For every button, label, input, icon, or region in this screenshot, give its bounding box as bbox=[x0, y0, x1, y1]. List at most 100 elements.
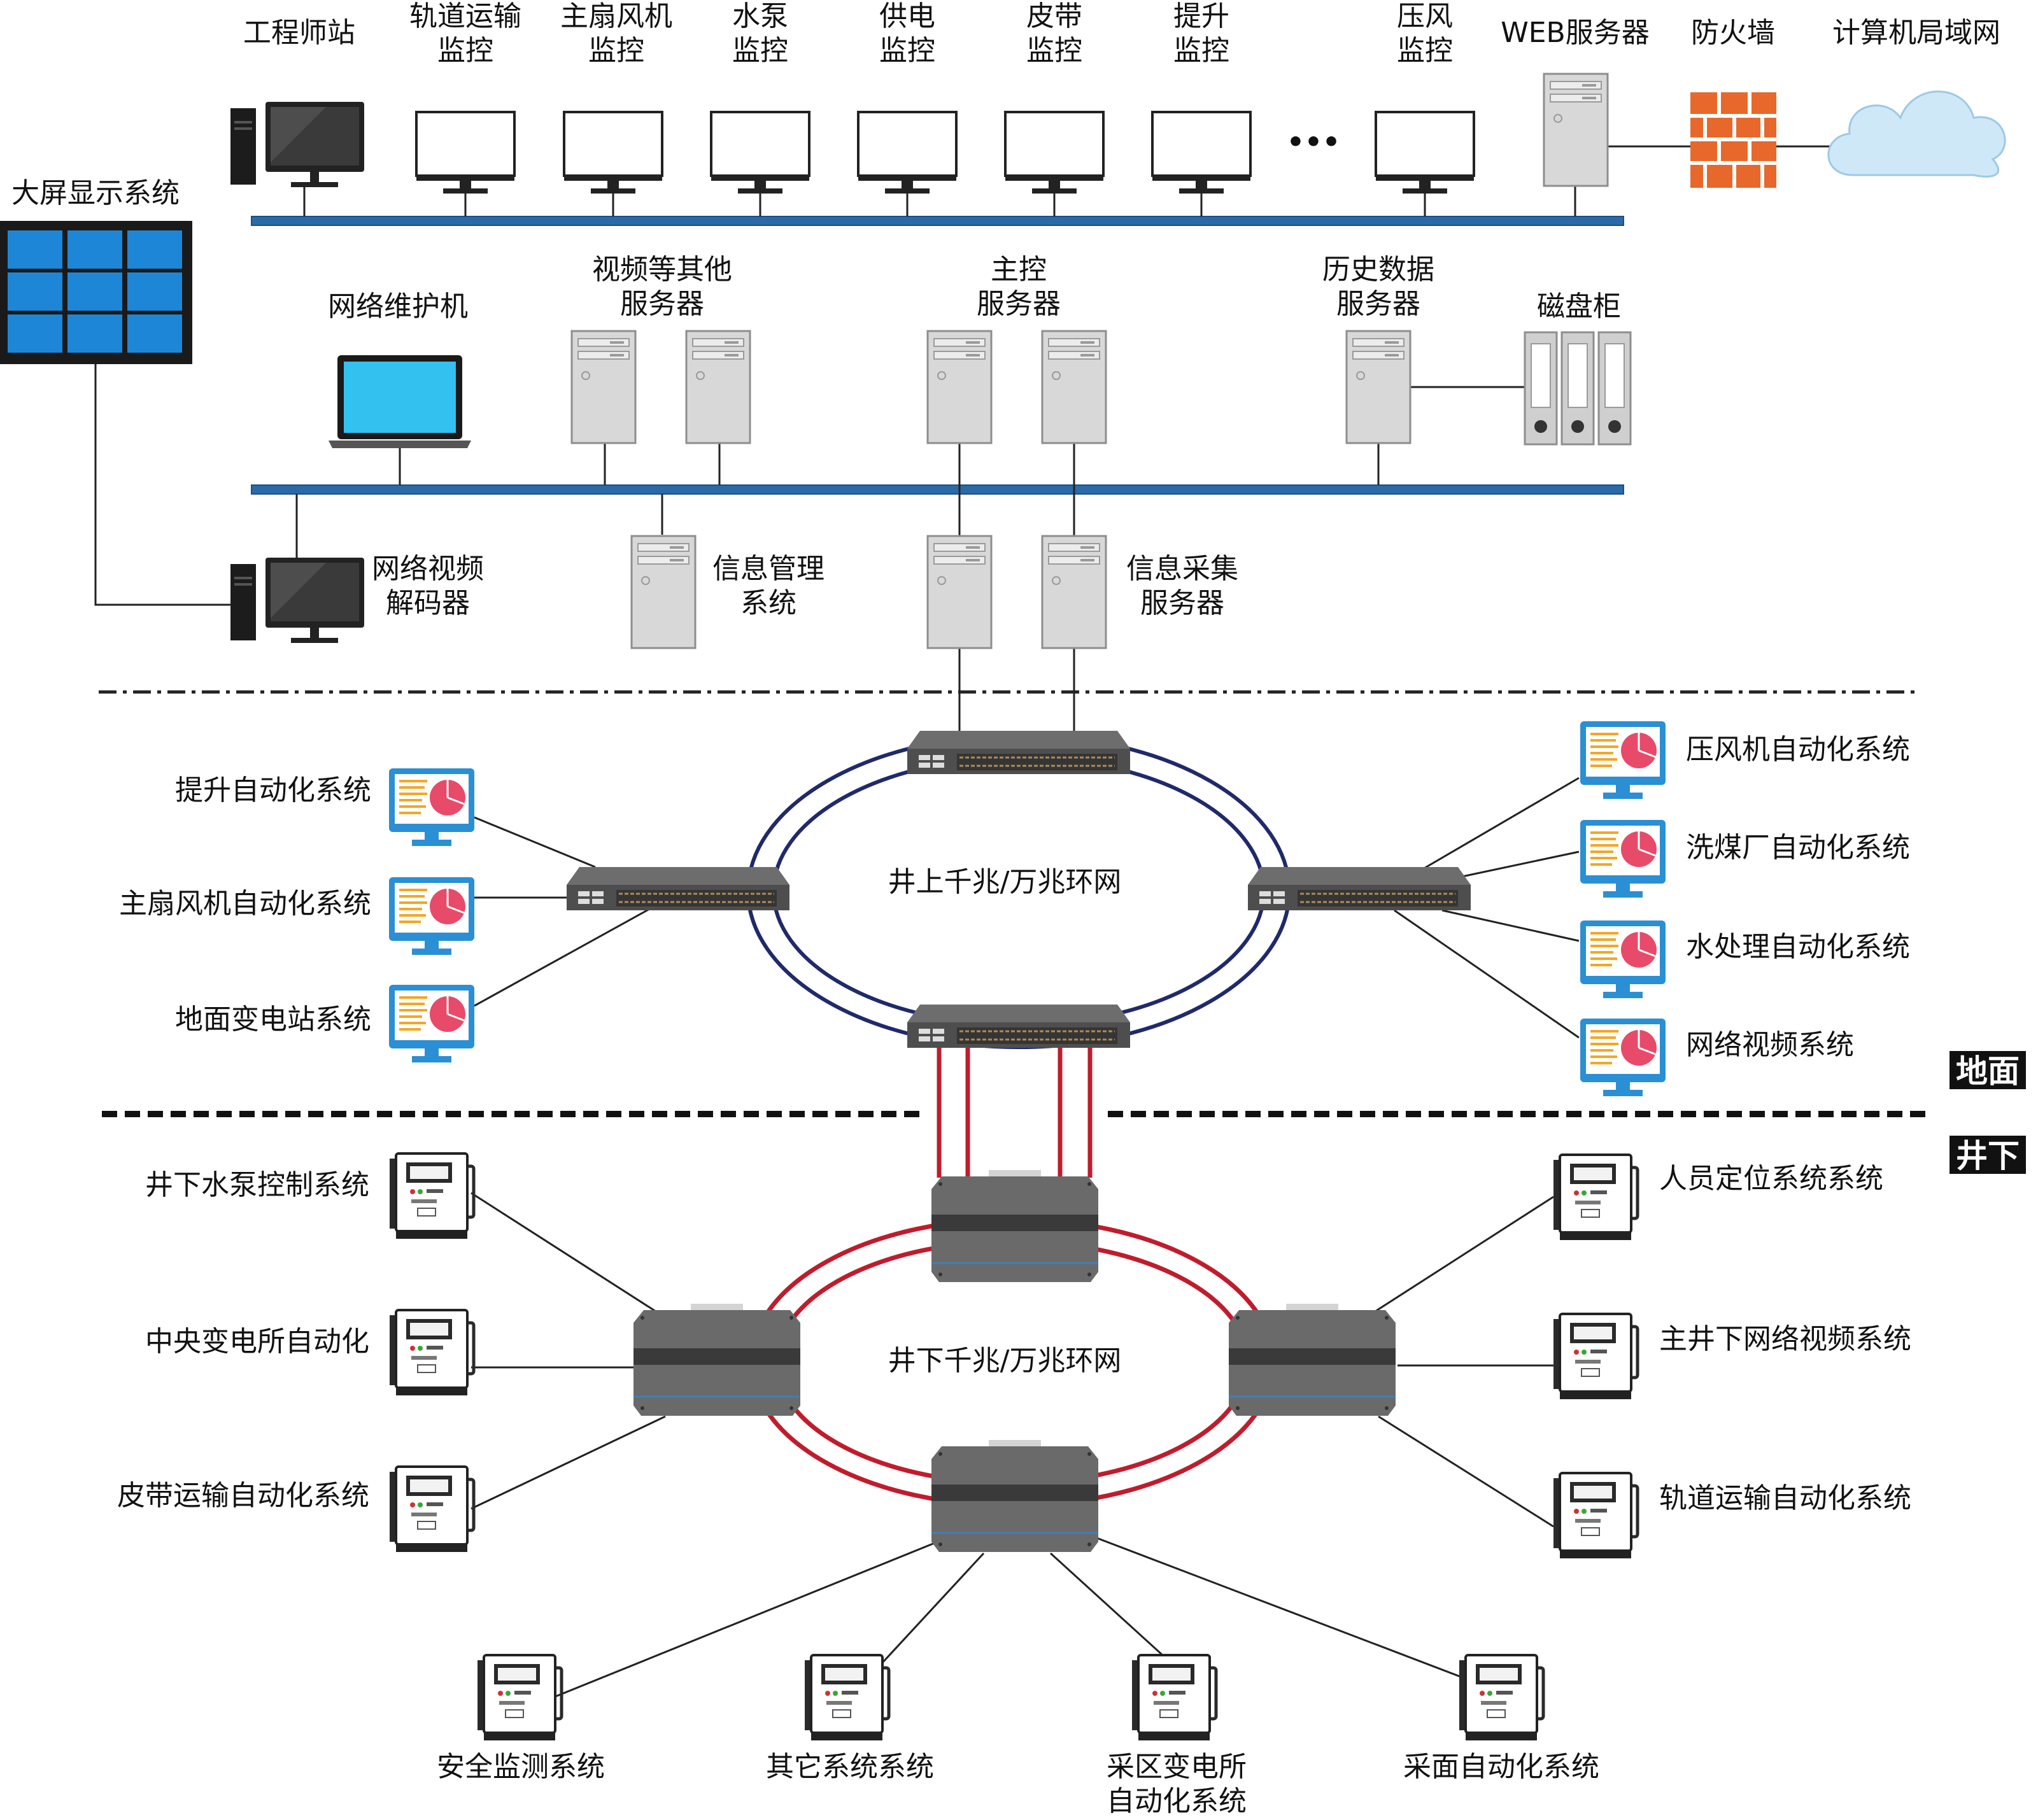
power-monitor-icon[interactable] bbox=[857, 111, 958, 195]
svg-text:压风: 压风 bbox=[1397, 0, 1453, 32]
surface-switch-right-icon[interactable] bbox=[1247, 866, 1472, 912]
video-servers-label: 视频等其他 服务器 bbox=[592, 253, 732, 320]
underground-switch-bottom-icon[interactable] bbox=[930, 1439, 1100, 1553]
svg-text:服务器: 服务器 bbox=[620, 288, 704, 320]
network-video-monitor-icon[interactable] bbox=[1579, 1017, 1667, 1097]
info-collect-server-1-icon[interactable] bbox=[926, 535, 993, 649]
personnel-positioning-box-icon[interactable] bbox=[1553, 1155, 1638, 1240]
pump-monitor-icon[interactable] bbox=[710, 111, 810, 195]
svg-text:监控: 监控 bbox=[879, 34, 935, 67]
video-decoder-pc-icon[interactable] bbox=[230, 558, 364, 643]
engineer-station-label: 工程师站 bbox=[243, 17, 355, 49]
svg-text:监控: 监控 bbox=[732, 34, 788, 67]
svg-text:水泵: 水泵 bbox=[732, 0, 788, 32]
fan-automation-monitor-icon[interactable] bbox=[388, 876, 476, 956]
main-server-2-icon[interactable] bbox=[1041, 330, 1107, 444]
top-bus bbox=[251, 216, 1624, 226]
surface-switch-left-icon[interactable] bbox=[565, 866, 791, 912]
fan-monitor-icon[interactable] bbox=[563, 111, 663, 195]
rail-monitor-icon[interactable] bbox=[415, 111, 516, 195]
video-decoder-label: 网络视频 解码器 bbox=[372, 553, 484, 619]
hoist-automation-monitor-icon[interactable] bbox=[388, 767, 476, 847]
svg-text:系统: 系统 bbox=[740, 587, 796, 619]
disk-cabinet-icon[interactable] bbox=[1524, 331, 1632, 446]
under-bottom-3-label: 采面自动化系统 bbox=[1403, 1751, 1599, 1783]
surface-left-2-label: 地面变电站系统 bbox=[175, 1003, 371, 1036]
svg-text:自动化系统: 自动化系统 bbox=[1107, 1785, 1247, 1817]
history-server-label: 历史数据 服务器 bbox=[1322, 253, 1434, 320]
underground-ring-label: 井下千兆/万兆环网 bbox=[888, 1344, 1122, 1377]
engineer-station-pc-icon[interactable] bbox=[230, 102, 364, 187]
firewall-label: 防火墙 bbox=[1691, 17, 1775, 49]
under-right-2-label: 轨道运输自动化系统 bbox=[1659, 1482, 1911, 1514]
server-bus bbox=[251, 484, 1624, 495]
maint-pc-label: 网络维护机 bbox=[328, 290, 468, 323]
svg-text:工程师站: 工程师站 bbox=[243, 17, 355, 49]
video-server-1-icon[interactable] bbox=[570, 330, 637, 444]
video-server-2-icon[interactable] bbox=[685, 330, 751, 444]
svg-text:井下: 井下 bbox=[1956, 1138, 2020, 1175]
svg-text:监控: 监控 bbox=[1026, 34, 1082, 67]
surface-right-2-label: 水处理自动化系统 bbox=[1686, 931, 1910, 963]
info-mgmt-label: 信息管理 系统 bbox=[712, 553, 824, 619]
compressor-monitor-label: 压风 监控 bbox=[1397, 0, 1453, 67]
svg-text:监控: 监控 bbox=[437, 34, 493, 67]
cloud-icon bbox=[1827, 90, 2006, 178]
under-left-0-label: 井下水泵控制系统 bbox=[145, 1169, 369, 1201]
info-collect-server-2-icon[interactable] bbox=[1041, 535, 1107, 649]
surface-switch-top-icon[interactable] bbox=[906, 730, 1131, 775]
hoist-monitor-icon[interactable] bbox=[1151, 111, 1252, 195]
svg-text:皮带: 皮带 bbox=[1026, 0, 1082, 32]
safety-monitoring-box-icon[interactable] bbox=[478, 1655, 562, 1740]
underground-switch-left-icon[interactable] bbox=[632, 1302, 802, 1417]
svg-text:信息采集: 信息采集 bbox=[1126, 553, 1238, 585]
surface-right-1-label: 洗煤厂自动化系统 bbox=[1686, 831, 1910, 864]
svg-text:视频等其他: 视频等其他 bbox=[592, 253, 732, 286]
pump-monitor-label: 水泵 监控 bbox=[732, 0, 788, 67]
svg-text:信息管理: 信息管理 bbox=[712, 553, 824, 585]
disk-cabinet-label: 磁盘柜 bbox=[1537, 290, 1621, 323]
water-treatment-monitor-icon[interactable] bbox=[1579, 919, 1667, 999]
zone-surface-badge: 地面 bbox=[1950, 1051, 2026, 1090]
svg-text:监控: 监控 bbox=[588, 34, 644, 67]
underground-switch-top-icon[interactable] bbox=[930, 1169, 1100, 1283]
web-server-icon[interactable] bbox=[1543, 73, 1609, 187]
laptop-icon[interactable] bbox=[329, 355, 471, 448]
info-mgmt-server-icon[interactable] bbox=[630, 535, 697, 649]
compressor-monitor-icon[interactable] bbox=[1375, 111, 1475, 195]
central-substation-box-icon[interactable] bbox=[390, 1310, 474, 1395]
svg-text:地面: 地面 bbox=[1956, 1053, 2020, 1090]
compressor-automation-monitor-icon[interactable] bbox=[1579, 720, 1667, 800]
main-shaft-video-box-icon[interactable] bbox=[1553, 1314, 1638, 1399]
surface-ring-label: 井上千兆/万兆环网 bbox=[888, 866, 1122, 898]
under-bottom-1-label: 其它系统系统 bbox=[766, 1751, 934, 1783]
coal-washing-monitor-icon[interactable] bbox=[1579, 819, 1667, 899]
svg-text:提升: 提升 bbox=[1173, 0, 1229, 32]
history-server-icon[interactable] bbox=[1345, 330, 1412, 444]
belt-automation-box-icon[interactable] bbox=[390, 1467, 474, 1552]
firewall-icon bbox=[1690, 92, 1776, 188]
underground-switch-right-icon[interactable] bbox=[1228, 1302, 1397, 1417]
svg-text:监控: 监控 bbox=[1173, 34, 1229, 67]
substation-monitor-icon[interactable] bbox=[388, 984, 476, 1064]
district-substation-box-icon[interactable] bbox=[1132, 1655, 1216, 1740]
under-right-0-label: 人员定位系统系统 bbox=[1659, 1162, 1883, 1195]
pump-control-box-icon[interactable] bbox=[390, 1153, 474, 1239]
main-server-1-icon[interactable] bbox=[926, 330, 993, 444]
ellipsis: ••• bbox=[1287, 126, 1340, 159]
svg-text:网络视频: 网络视频 bbox=[372, 553, 484, 585]
surface-switch-bottom-icon[interactable] bbox=[906, 1003, 1131, 1049]
belt-monitor-icon[interactable] bbox=[1004, 111, 1105, 195]
working-face-box-icon[interactable] bbox=[1459, 1655, 1543, 1740]
belt-monitor-label: 皮带 监控 bbox=[1026, 0, 1082, 67]
svg-text:主扇风机: 主扇风机 bbox=[560, 0, 672, 32]
main-servers-label: 主控 服务器 bbox=[977, 253, 1061, 320]
other-systems-box-icon[interactable] bbox=[805, 1655, 889, 1740]
info-collect-label: 信息采集 服务器 bbox=[1126, 553, 1238, 619]
power-monitor-label: 供电 监控 bbox=[879, 0, 935, 67]
big-screen-icon[interactable] bbox=[0, 221, 192, 364]
fan-monitor-label: 主扇风机 监控 bbox=[560, 0, 672, 67]
rail-automation-box-icon[interactable] bbox=[1553, 1473, 1638, 1558]
svg-text:主控: 主控 bbox=[991, 253, 1047, 286]
